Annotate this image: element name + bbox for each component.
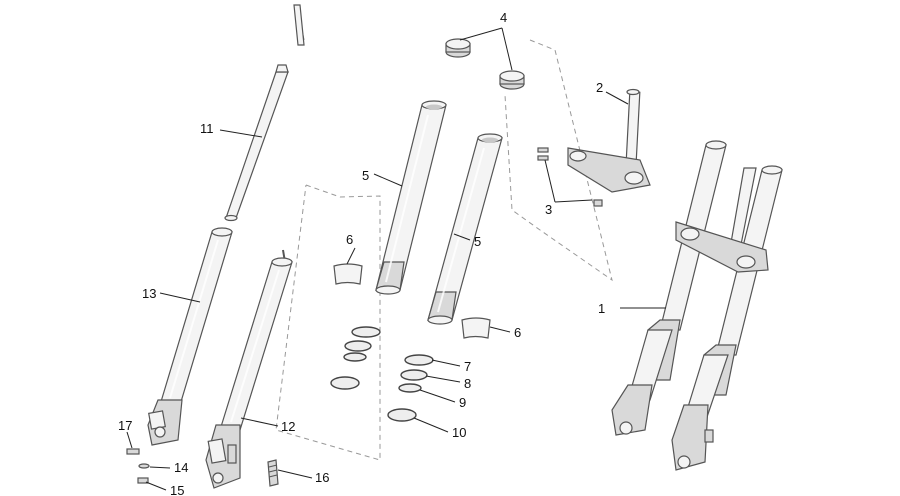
callout-14: 14 [174,460,188,475]
dust-seal-part-10 [387,408,417,422]
callout-15: 15 [170,483,184,496]
callout-labels: 4 2 3 5 5 6 6 1 7 8 9 10 11 12 13 14 15 … [118,10,605,496]
top-group-outline [504,39,613,282]
callout-17: 17 [118,418,132,433]
callout-9: 9 [459,395,466,410]
clip-part-9 [398,383,422,393]
seal-stack-left [330,326,381,390]
left-group-outline [275,184,381,461]
callout-6-right: 6 [514,325,521,340]
washer-part-7 [404,354,434,366]
seal-part-8 [400,369,428,381]
bushing-part-6-left [333,263,363,285]
callout-8: 8 [464,376,471,391]
screw-part-15 [137,477,149,484]
callout-5-left: 5 [362,168,369,183]
bolts-part-3 [537,147,603,207]
fork-tube-part-5-left [375,100,447,295]
callout-7: 7 [464,359,471,374]
washer-part-14 [138,463,150,469]
callout-13: 13 [142,286,156,301]
callout-5-right: 5 [474,234,481,249]
callout-16: 16 [315,470,329,485]
steering-stem-part-2 [567,88,651,193]
callout-11: 11 [200,121,214,136]
cap-part-4-right [499,70,525,90]
fork-assembly-part-1 [611,140,783,471]
fork-tube-part-5-right [427,133,503,325]
callout-12: 12 [281,419,295,434]
bolt-part-17 [126,448,140,455]
spring-part-16 [267,459,279,487]
leader-lines [126,27,666,491]
bushing-part-6-right [461,317,491,339]
callout-2: 2 [596,80,603,95]
cap-part-4-left [445,38,471,58]
callout-4: 4 [500,10,507,25]
callout-6-left: 6 [346,232,353,247]
fork-leg-part-12 [205,249,293,489]
callout-3: 3 [545,202,552,217]
fork-leg-part-13 [147,227,233,446]
callout-10: 10 [452,425,466,440]
callout-1: 1 [598,301,605,316]
fork-rod-part-11 [224,4,305,222]
